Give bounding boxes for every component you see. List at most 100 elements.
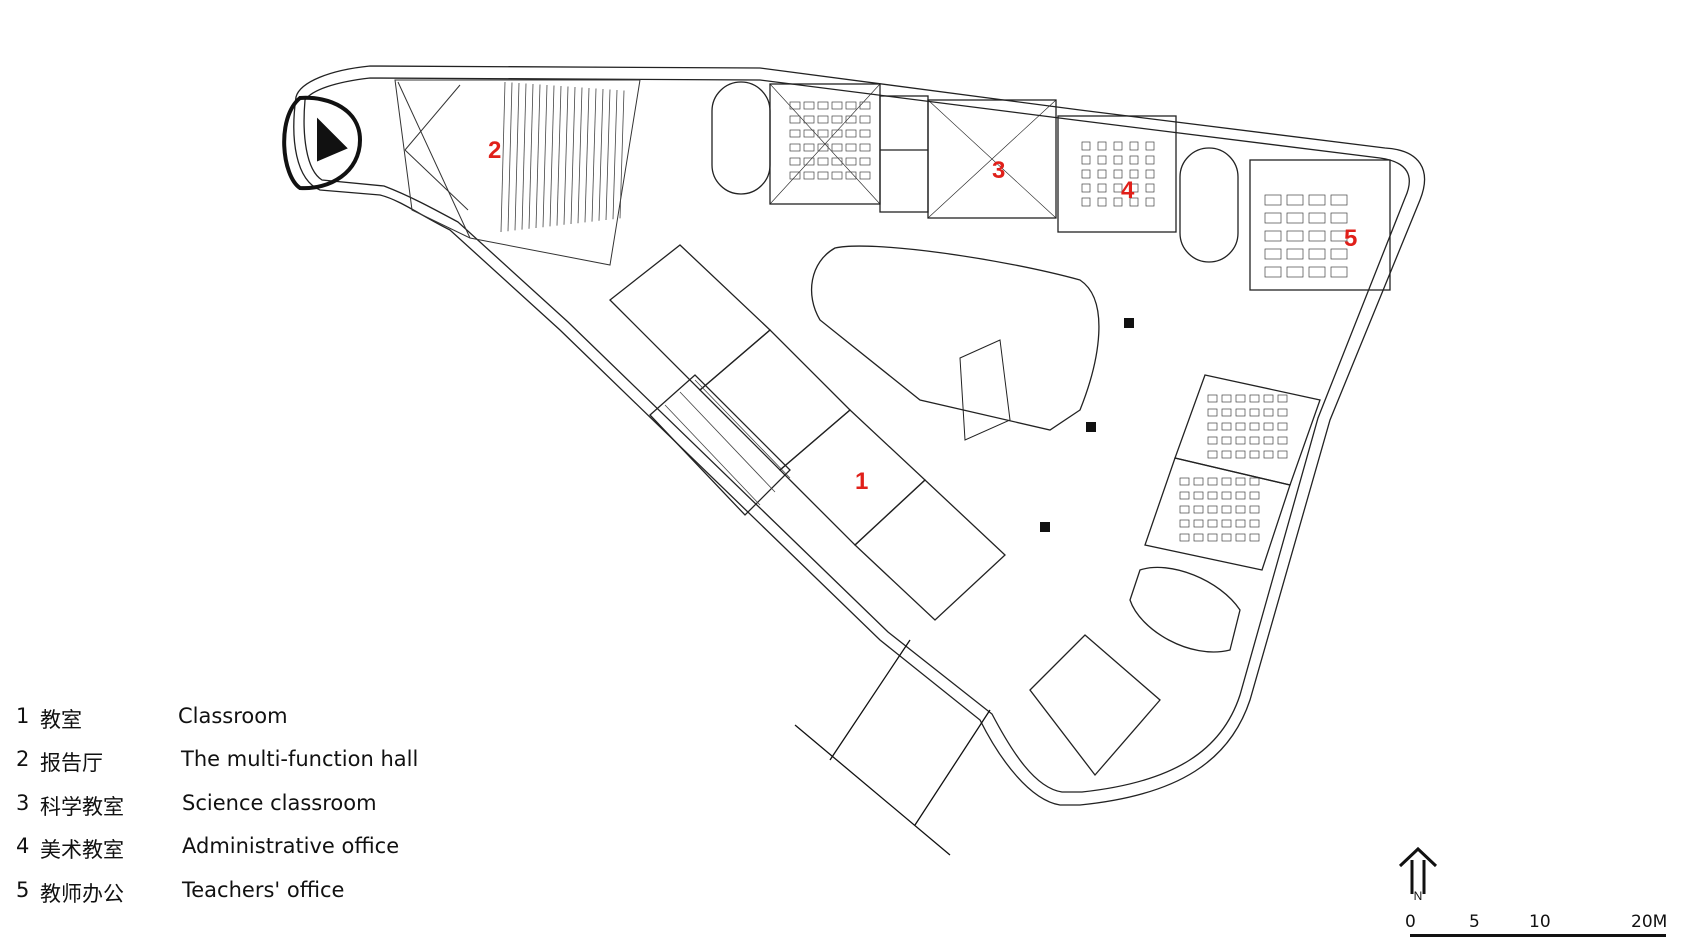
desk [1097, 141, 1107, 151]
desk [1113, 155, 1123, 165]
desk [859, 129, 871, 138]
desk [1129, 141, 1139, 151]
outer-boundary [293, 65, 1425, 806]
seat-row [507, 82, 513, 232]
legend-number: 1 [16, 704, 30, 728]
desk [1263, 408, 1274, 417]
desk [859, 143, 871, 152]
inner-boundary [303, 77, 1410, 793]
desk [803, 101, 815, 110]
desk [789, 101, 801, 110]
svg-text:N: N [1414, 889, 1423, 902]
desk [1145, 197, 1155, 207]
scale-tick-20: 20M [1631, 912, 1668, 932]
seat-row [605, 89, 611, 221]
desk [1330, 212, 1348, 224]
seat-row [549, 85, 555, 227]
seat-row [542, 84, 548, 228]
desk [1221, 519, 1232, 528]
desk [803, 129, 815, 138]
desk [1249, 477, 1260, 486]
desk [1179, 505, 1190, 514]
desk [803, 157, 815, 166]
desk [1221, 533, 1232, 542]
courtyard [810, 245, 1100, 431]
desk [859, 157, 871, 166]
desk [1308, 266, 1326, 278]
desk [1129, 169, 1139, 179]
desk [1277, 408, 1288, 417]
legend-english: The multi-function hall [181, 747, 419, 771]
desk [1193, 505, 1204, 514]
room-label-3: 3 [992, 157, 1006, 184]
desk [1113, 183, 1123, 193]
desk [1235, 491, 1246, 500]
desk [1264, 266, 1282, 278]
desk [817, 171, 829, 180]
desk [1330, 230, 1348, 242]
legend-chinese: 报告厅 [40, 751, 103, 775]
desk [831, 101, 843, 110]
desk [1113, 169, 1123, 179]
desk [1308, 230, 1326, 242]
desk [1263, 394, 1274, 403]
desk [1221, 408, 1232, 417]
room-label-4: 4 [1121, 177, 1135, 204]
desk [1277, 436, 1288, 445]
scale-tick-0: 0 [1405, 912, 1416, 932]
desk [1207, 477, 1218, 486]
legend-english: Teachers' office [182, 878, 345, 902]
legend-chinese: 科学教室 [40, 795, 124, 819]
legend-number: 5 [16, 878, 30, 902]
desk [1235, 394, 1246, 403]
desk [1221, 491, 1232, 500]
desk [1235, 477, 1246, 486]
desk [1308, 248, 1326, 260]
desk [1179, 477, 1190, 486]
desk [1113, 197, 1123, 207]
seat-row [598, 88, 604, 221]
desk [1221, 477, 1232, 486]
desk [845, 143, 857, 152]
desk [1081, 183, 1091, 193]
desk [859, 115, 871, 124]
seat-row [619, 90, 625, 219]
desk [1179, 533, 1190, 542]
desk [1097, 169, 1107, 179]
desk [1193, 491, 1204, 500]
desk [1264, 212, 1282, 224]
desk [1330, 248, 1348, 260]
desk [831, 143, 843, 152]
seat-row [500, 81, 506, 233]
desk [1129, 183, 1139, 193]
desk [789, 157, 801, 166]
desk [1207, 533, 1218, 542]
desk [817, 157, 829, 166]
desk [1235, 422, 1246, 431]
desk [1249, 394, 1260, 403]
desk [803, 171, 815, 180]
desk [1145, 169, 1155, 179]
seat-row [584, 87, 590, 223]
legend-english: Science classroom [182, 791, 377, 815]
desk [1330, 194, 1348, 206]
desk [817, 129, 829, 138]
desk [845, 157, 857, 166]
legend-chinese: 教师办公 [40, 882, 124, 906]
desk [1129, 197, 1139, 207]
legend-chinese: 美术教室 [40, 838, 124, 862]
desk [1081, 141, 1091, 151]
desk [1129, 155, 1139, 165]
desk [1249, 533, 1260, 542]
desk [1179, 491, 1190, 500]
desk [1249, 436, 1260, 445]
seat-row [612, 89, 618, 220]
desk [1221, 436, 1232, 445]
desk [789, 143, 801, 152]
desk [831, 171, 843, 180]
desk [1286, 266, 1304, 278]
desk [1286, 230, 1304, 242]
desk [1249, 505, 1260, 514]
desk [1207, 394, 1218, 403]
desk [845, 101, 857, 110]
